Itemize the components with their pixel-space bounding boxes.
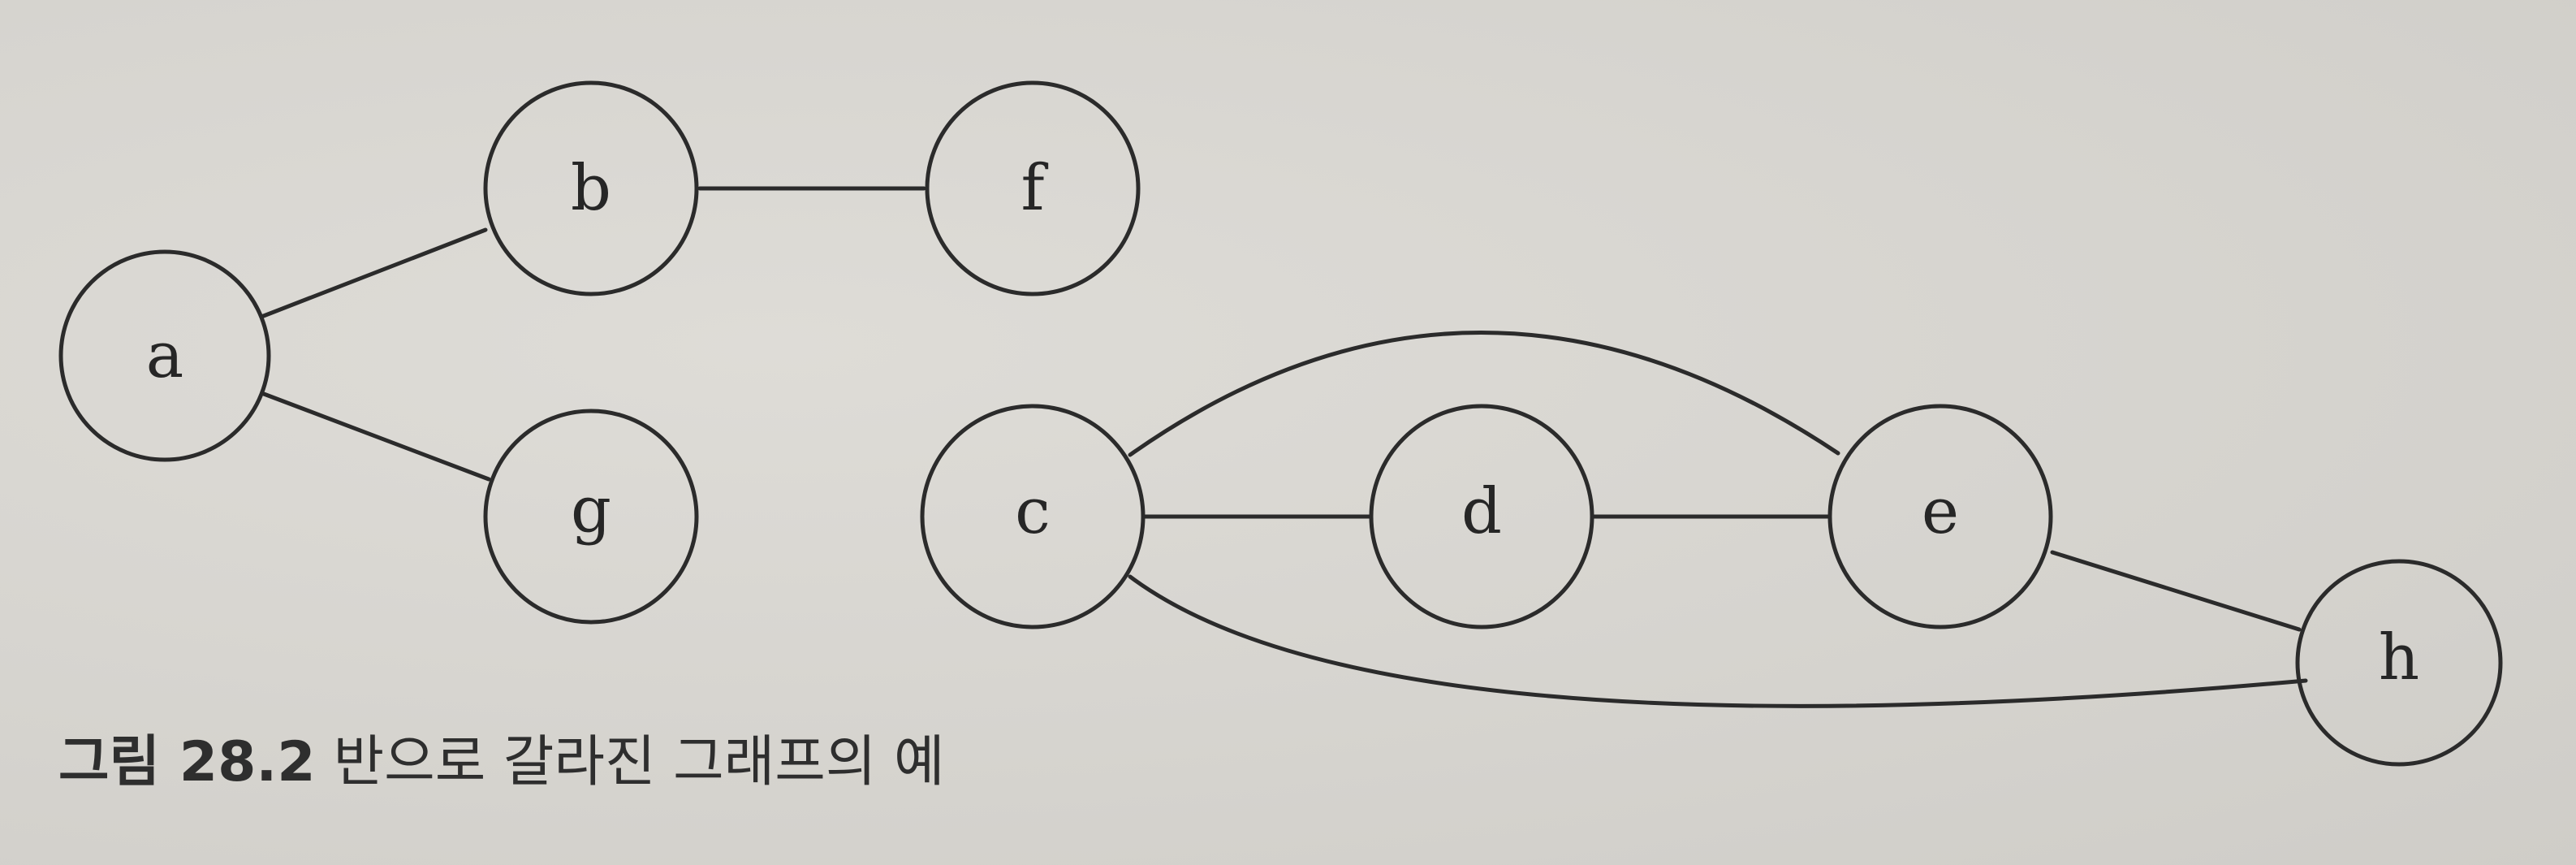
node-f: f bbox=[925, 80, 1141, 296]
edge-c-e bbox=[1128, 331, 1840, 457]
edge-a-g bbox=[261, 391, 491, 482]
node-c-label: c bbox=[1015, 475, 1051, 548]
figure-caption: 그림 28.2 반으로 갈라진 그래프의 예 bbox=[58, 716, 945, 797]
node-d: d bbox=[1369, 404, 1594, 629]
edge-c-h bbox=[1128, 574, 2308, 708]
node-a-label: a bbox=[146, 319, 184, 392]
node-g: g bbox=[483, 409, 699, 625]
node-b: b bbox=[483, 80, 699, 296]
node-a: a bbox=[58, 249, 271, 462]
edge-a-b bbox=[259, 227, 488, 319]
node-h-label: h bbox=[2379, 621, 2419, 694]
caption-text: 반으로 갈라진 그래프의 예 bbox=[333, 730, 945, 794]
edge-e-h bbox=[2050, 550, 2302, 632]
node-e-label: e bbox=[1922, 475, 1959, 548]
node-b-label: b bbox=[571, 152, 611, 225]
node-e: e bbox=[1827, 404, 2053, 629]
node-g-label: g bbox=[571, 474, 611, 547]
node-h: h bbox=[2295, 559, 2503, 767]
node-d-label: d bbox=[1461, 475, 1502, 548]
node-c: c bbox=[920, 404, 1146, 629]
caption-number: 그림 28.2 bbox=[58, 730, 316, 794]
node-f-label: f bbox=[1021, 152, 1049, 225]
